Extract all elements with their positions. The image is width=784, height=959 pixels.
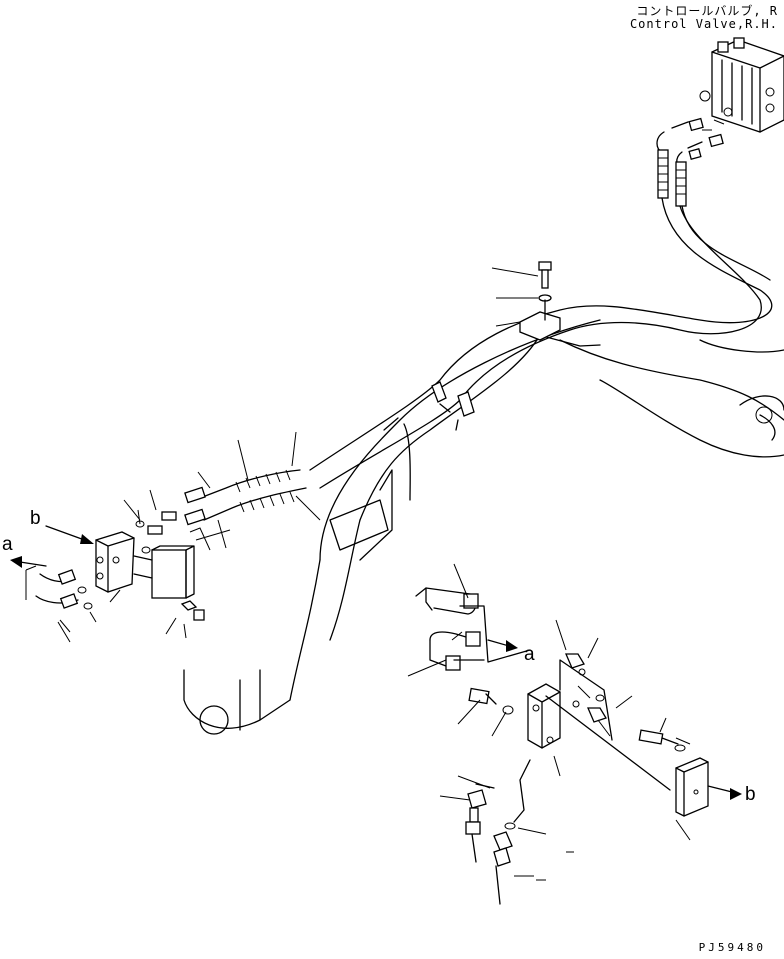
callout-a-left: a bbox=[2, 534, 13, 555]
boom-frame bbox=[183, 319, 784, 735]
caption-japanese: コントロールバルブ, R bbox=[636, 4, 778, 18]
callout-a-inset: a bbox=[524, 644, 535, 665]
valve-fittings bbox=[656, 117, 725, 171]
hydraulic-hoses bbox=[309, 197, 784, 489]
hose-clamp-bolt bbox=[491, 261, 561, 341]
hose-end-fittings bbox=[657, 149, 687, 207]
callout-b-inset: b bbox=[745, 784, 756, 805]
inset-detail bbox=[407, 563, 742, 905]
left-valve-block bbox=[25, 489, 205, 643]
control-valve-rh bbox=[699, 37, 784, 133]
protected-hoses bbox=[184, 431, 321, 551]
callout-b-left: b bbox=[30, 508, 41, 529]
caption-english: Control Valve,R.H. bbox=[629, 17, 778, 31]
hose-clip bbox=[431, 381, 475, 431]
left-callout-arrows bbox=[10, 525, 94, 568]
figure-code: PJ59480 bbox=[698, 941, 766, 954]
